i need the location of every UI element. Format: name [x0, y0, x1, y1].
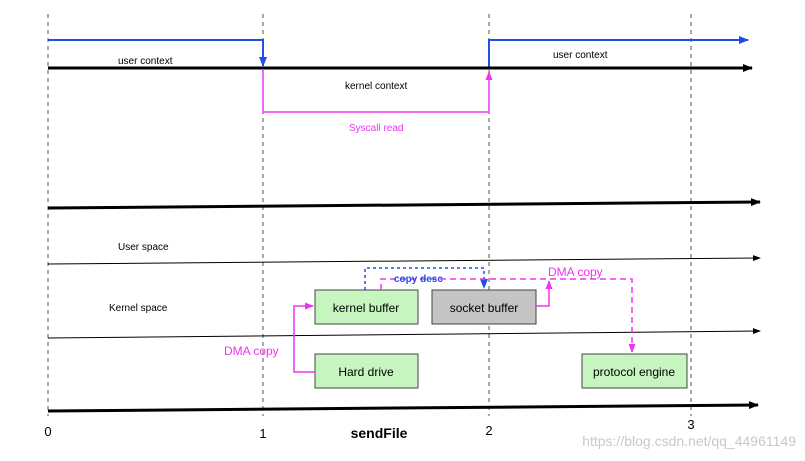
socket-to-dma-arrow — [536, 280, 553, 307]
protocol-engine-box: protocol engine — [581, 353, 688, 389]
user-context-line-right — [488, 36, 749, 68]
user-context-left-label: user context — [118, 56, 173, 67]
hard-drive-box: Hard drive — [314, 353, 419, 389]
tick-label-3: 3 — [687, 417, 694, 432]
kernel-space-line — [47, 328, 761, 339]
user-context-line-left — [48, 39, 267, 67]
tick-label-0: 0 — [44, 424, 51, 439]
kernel-space-label: Kernel space — [109, 303, 168, 314]
tick-label-2: 2 — [485, 423, 492, 438]
syscall-read-path — [262, 70, 493, 113]
dma-copy-left-arrow — [293, 302, 315, 373]
watermark-text: https://blog.csdn.net/qq_44961149 — [582, 433, 796, 449]
copy-desc-label: copy desc — [394, 274, 443, 285]
bottom-axis — [47, 401, 759, 413]
dma-copy-right-label: DMA copy — [548, 265, 603, 279]
separator-line — [47, 198, 761, 210]
socket-buffer-label: socket buffer — [450, 301, 518, 315]
user-context-right-label: user context — [553, 50, 608, 61]
kernel-context-label: kernel context — [345, 81, 407, 92]
tick-label-1: 1 — [259, 426, 266, 441]
diagram-title: sendFile — [351, 425, 408, 441]
kernel-buffer-label: kernel buffer — [333, 301, 400, 315]
syscall-read-label: Syscall read — [349, 123, 403, 134]
hard-drive-label: Hard drive — [338, 365, 394, 379]
protocol-engine-label: protocol engine — [593, 365, 675, 379]
kernel-buffer-box: kernel buffer — [314, 289, 419, 325]
dma-copy-right-arrow — [380, 278, 636, 353]
user-space-label: User space — [118, 242, 169, 253]
socket-buffer-box: socket buffer — [431, 289, 537, 325]
copy-desc-arrow — [364, 267, 488, 290]
dma-copy-left-label: DMA copy — [224, 344, 279, 358]
user-space-line — [47, 255, 761, 265]
